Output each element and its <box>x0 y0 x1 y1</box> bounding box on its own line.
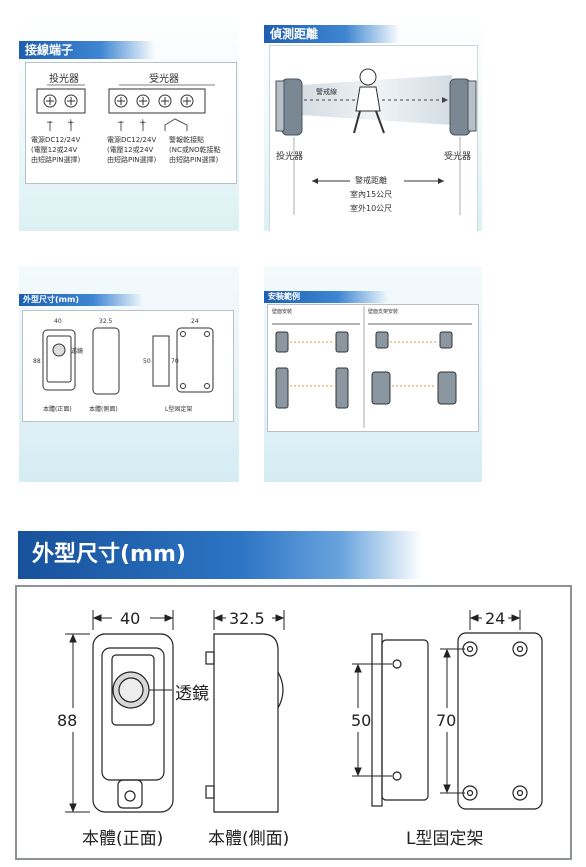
beam-label: 警戒線 <box>316 88 337 96</box>
thumb-h50: 50 <box>143 358 151 365</box>
thumb-w32: 32.5 <box>99 318 113 325</box>
main-dimensions-title: 外型尺寸(mm) <box>18 531 422 579</box>
dim-height-50: 50 <box>351 711 372 730</box>
receiver-plus: + <box>139 118 147 128</box>
distance-label: 警戒距離 <box>355 176 387 185</box>
emitter-note-1: 電源DC12/24V <box>31 136 81 144</box>
emitter-plus: + <box>67 118 75 128</box>
main-dimensions-frame <box>15 585 572 860</box>
detection-title: 偵測距離 <box>264 25 400 43</box>
detection-panel: 偵測距離 警戒線 投光器 受光器 警戒距離 室內15公尺 室外10公尺 <box>264 15 482 231</box>
side-body-caption: 本體(側面) <box>208 829 290 849</box>
thumb-w40: 40 <box>54 318 62 325</box>
dim-width-24: 24 <box>485 609 506 628</box>
dim-width-40: 40 <box>120 609 141 628</box>
emitter-label: 投光器 <box>49 74 79 85</box>
thumb-side: 本體(側面) <box>89 406 118 413</box>
thumb-w24: 24 <box>191 318 199 325</box>
thumb-lens: 透鏡 <box>71 348 84 355</box>
install-frame <box>267 304 479 432</box>
bracket-caption: L型固定架 <box>406 829 484 849</box>
alarm-note-2: (NC或NO乾接點 <box>169 146 221 154</box>
alarm-note-3: 由短路PIN選擇) <box>169 156 219 164</box>
dim-height-70: 70 <box>436 711 457 730</box>
alarm-note-1: 警報乾接點 <box>169 136 204 144</box>
receiver-note-1: 電源DC12/24V <box>107 136 157 144</box>
dimensions-thumb-panel: 外型尺寸(mm) 40 32.5 24 88 50 70 透鏡 本體(正面) 本… <box>19 266 239 482</box>
dim-height-88: 88 <box>57 711 78 730</box>
receiver-note-3: 由短路PIN選擇) <box>107 156 157 164</box>
emitter-minus: − <box>46 118 54 128</box>
install-bracket-label: 壁面支架安裝 <box>368 309 399 315</box>
terminal-blocks <box>36 84 215 131</box>
wiring-title: 接線端子 <box>19 41 155 59</box>
thumb-h88: 88 <box>33 358 41 365</box>
install-title: 安裝範例 <box>264 291 388 303</box>
install-panel: 安裝範例 壁面安裝 壁面支架安裝 <box>264 266 482 482</box>
install-examples <box>272 306 472 428</box>
outdoor-distance: 室外10公尺 <box>350 204 393 213</box>
wiring-frame <box>25 62 237 184</box>
install-wall-label: 壁面安裝 <box>272 309 293 315</box>
thumb-front: 本體(正面) <box>43 406 72 413</box>
detection-emitter-label: 投光器 <box>276 152 304 162</box>
thumb-h70: 70 <box>171 358 179 365</box>
receiver-label: 受光器 <box>149 74 179 85</box>
receiver-minus: − <box>117 118 125 128</box>
front-body-caption: 本體(正面) <box>82 829 164 849</box>
emitter-note-3: 由短路PIN選擇) <box>31 156 81 164</box>
wiring-panel: 接線端子 投光器 受光器 − + − + 電源DC12/24V (電壓12或24… <box>19 15 239 231</box>
detection-receiver-label: 受光器 <box>444 152 472 162</box>
lens-label: 透鏡 <box>175 684 209 704</box>
dimensions-thumb-drawing <box>42 327 214 395</box>
receiver-note-2: (電壓12或24V <box>107 146 154 154</box>
dim-width-32-5: 32.5 <box>229 609 265 628</box>
emitter-note-2: (電壓12或24V <box>31 146 78 154</box>
dimensions-thumb-title: 外型尺寸(mm) <box>19 294 143 306</box>
indoor-distance: 室內15公尺 <box>350 190 393 199</box>
detection-illustration <box>275 68 477 215</box>
thumb-bracket: L型固定架 <box>165 406 193 413</box>
